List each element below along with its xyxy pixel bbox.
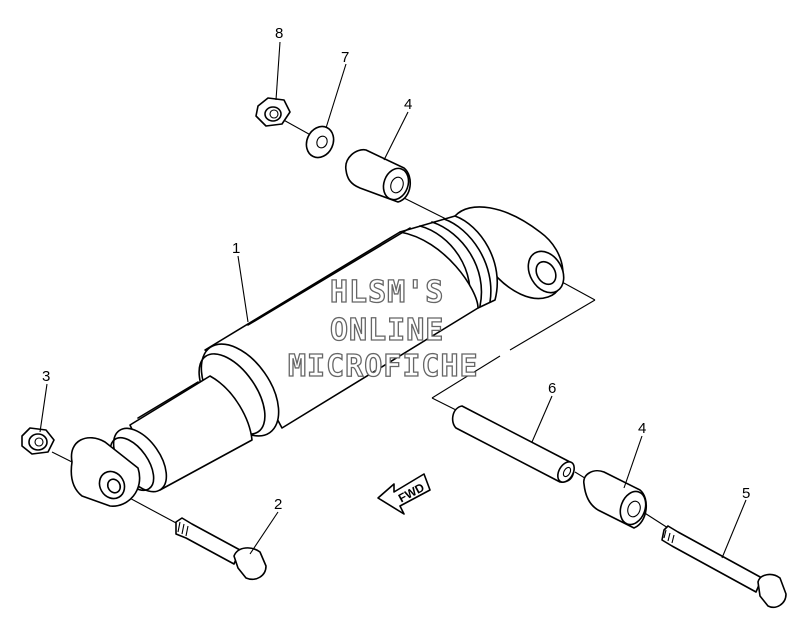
callout-6: 6 <box>548 380 556 397</box>
callout-numbers: 8 7 4 1 3 2 6 4 5 <box>42 25 750 513</box>
callout-leaders <box>39 41 747 559</box>
callout-7: 7 <box>341 49 349 66</box>
watermark-line-3: MICROFICHE <box>287 349 479 384</box>
shock-absorber <box>70 206 565 507</box>
collar-part-4-bottom <box>583 469 647 529</box>
nut-part-8 <box>255 97 291 127</box>
callout-2: 2 <box>274 496 282 513</box>
callout-4-top: 4 <box>404 96 412 113</box>
callout-1: 1 <box>232 240 240 257</box>
pipe-part-6 <box>451 405 575 483</box>
callout-4-bottom: 4 <box>638 420 646 437</box>
fwd-direction-arrow: FWD <box>377 473 431 515</box>
collar-part-4-top <box>345 148 411 203</box>
callout-5: 5 <box>742 485 750 502</box>
watermark-line-1: HLSM'S <box>329 275 445 310</box>
washer-part-7 <box>305 125 335 159</box>
watermark-line-2: ONLINE <box>329 313 445 348</box>
callout-8: 8 <box>275 25 283 42</box>
callout-3: 3 <box>42 368 50 385</box>
bolt-part-2 <box>175 517 267 581</box>
bolt-part-5 <box>661 525 787 609</box>
nut-part-3 <box>21 427 55 455</box>
